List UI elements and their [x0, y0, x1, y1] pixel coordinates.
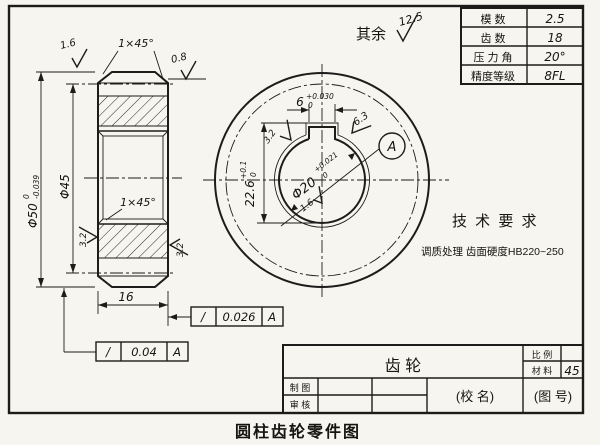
general-roughness: 其余 12.5 — [356, 10, 424, 43]
side-section-view: Φ50 0 -0.039 Φ45 16 1×45° 1×45° — [22, 37, 206, 326]
keyway-width-tol-upper: +0.030 — [306, 92, 334, 101]
hatch-band-bottom — [98, 224, 168, 258]
dia45-value: Φ45 — [58, 174, 72, 199]
dim-bore: Φ20 +0.021 0 A — [280, 132, 406, 227]
roughness-right-side: 3.2 — [168, 238, 189, 257]
param-module-value: 2.5 — [545, 12, 564, 26]
bore-chamfer-rect — [102, 135, 164, 220]
hatch-band-top — [98, 96, 168, 126]
datum-circle — [378, 132, 406, 160]
dim-width16: 16 — [97, 290, 169, 326]
front-view: 6 +0.030 0 22.6 +0.1 0 Φ20 +0.021 — [203, 64, 449, 300]
roughness-right-face: 0.8 — [168, 51, 206, 81]
bore-tol-lower: 0 — [321, 170, 330, 180]
dia50-tol-lower: -0.039 — [32, 175, 41, 199]
param-grade-label: 精度等级 — [471, 69, 515, 83]
general-roughness-label: 其余 — [356, 25, 386, 43]
tolerance-frame-1: / 0.026 A — [168, 306, 284, 327]
tech-req-line1: 调质处理 齿面硬度HB220~250 — [421, 245, 564, 258]
dim-dia45: Φ45 — [58, 84, 76, 273]
param-pressure-angle-label: 压 力 角 — [473, 51, 512, 64]
bore-chamfer-circle — [274, 122, 370, 228]
frame2-value: 0.04 — [131, 345, 157, 359]
drawing-number: (图 号) — [534, 389, 572, 404]
param-grade-value: 8FL — [544, 69, 565, 83]
part-name: 齿 轮 — [385, 357, 421, 375]
organization-name: (校 名) — [456, 389, 494, 404]
general-roughness-value: 12.5 — [397, 10, 424, 29]
svg-text:1.6: 1.6 — [59, 37, 77, 52]
roughness-keyway-right: 6.3 — [351, 110, 372, 135]
keyway-depth-value: 22.6 — [243, 180, 257, 207]
chamfer-outer-label: 1×45° — [118, 37, 154, 50]
svg-text:6.3: 6.3 — [351, 110, 370, 128]
checked-by-label: 审 核 — [290, 399, 311, 410]
tech-req-title: 技 术 要 求 — [452, 213, 539, 230]
roughness-top-face: 1.6 — [59, 37, 88, 69]
bore-circle — [278, 126, 366, 224]
param-teeth-value: 18 — [547, 31, 563, 45]
roughness-left-side: 3.2 — [78, 226, 99, 247]
svg-text:3.2: 3.2 — [176, 242, 186, 257]
gear-body-outline — [97, 71, 169, 288]
dim-keyway-width: 6 +0.030 0 — [287, 92, 357, 122]
title-block: 齿 轮 比 例 材 料 45 制 图 审 核 (校 名) (图 号) — [282, 344, 584, 414]
param-module-label: 模 数 — [480, 13, 505, 26]
bore-tol-upper: +0.021 — [312, 150, 339, 174]
technical-requirements: 技 术 要 求 调质处理 齿面硬度HB220~250 — [421, 213, 564, 258]
param-teeth-label: 齿 数 — [480, 32, 505, 45]
width16-value: 16 — [118, 290, 134, 304]
frame2-datum: A — [172, 345, 181, 359]
keyway-width-tol-lower: 0 — [308, 101, 313, 110]
keyway-depth-tol-upper: +0.1 — [239, 161, 248, 179]
frame1-datum: A — [267, 310, 276, 324]
param-pressure-angle-value: 20° — [544, 50, 565, 64]
keyway-width-value: 6 — [296, 95, 304, 109]
chamfer-bore-label: 1×45° — [120, 196, 156, 209]
dia50-tol-upper: 0 — [22, 194, 31, 199]
dia50-value: Φ50 — [26, 203, 40, 228]
drawing-caption: 圆柱齿轮零件图 — [235, 422, 361, 441]
scale-label: 比 例 — [532, 349, 553, 360]
svg-text:0.8: 0.8 — [170, 51, 188, 66]
keyway-depth-tol-lower: 0 — [249, 172, 258, 177]
datum-label: A — [387, 140, 397, 155]
gear-parameter-table: 模 数 2.5 齿 数 18 压 力 角 20° 精度等级 8FL — [460, 7, 584, 85]
dim-keyway-depth: 22.6 +0.1 0 — [239, 122, 322, 224]
frame1-value: 0.026 — [223, 310, 256, 324]
drawn-by-label: 制 图 — [290, 382, 311, 393]
dim-dia50: Φ50 0 -0.039 — [22, 71, 95, 288]
tolerance-frame-2: / 0.04 A — [61, 288, 189, 362]
roughness-check-icon — [396, 14, 418, 43]
frame1-symbol: / — [200, 310, 207, 324]
material-label: 材 料 — [532, 365, 553, 376]
frame2-symbol: / — [105, 345, 112, 359]
material-value: 45 — [564, 364, 579, 378]
svg-text:3.2: 3.2 — [79, 232, 89, 247]
